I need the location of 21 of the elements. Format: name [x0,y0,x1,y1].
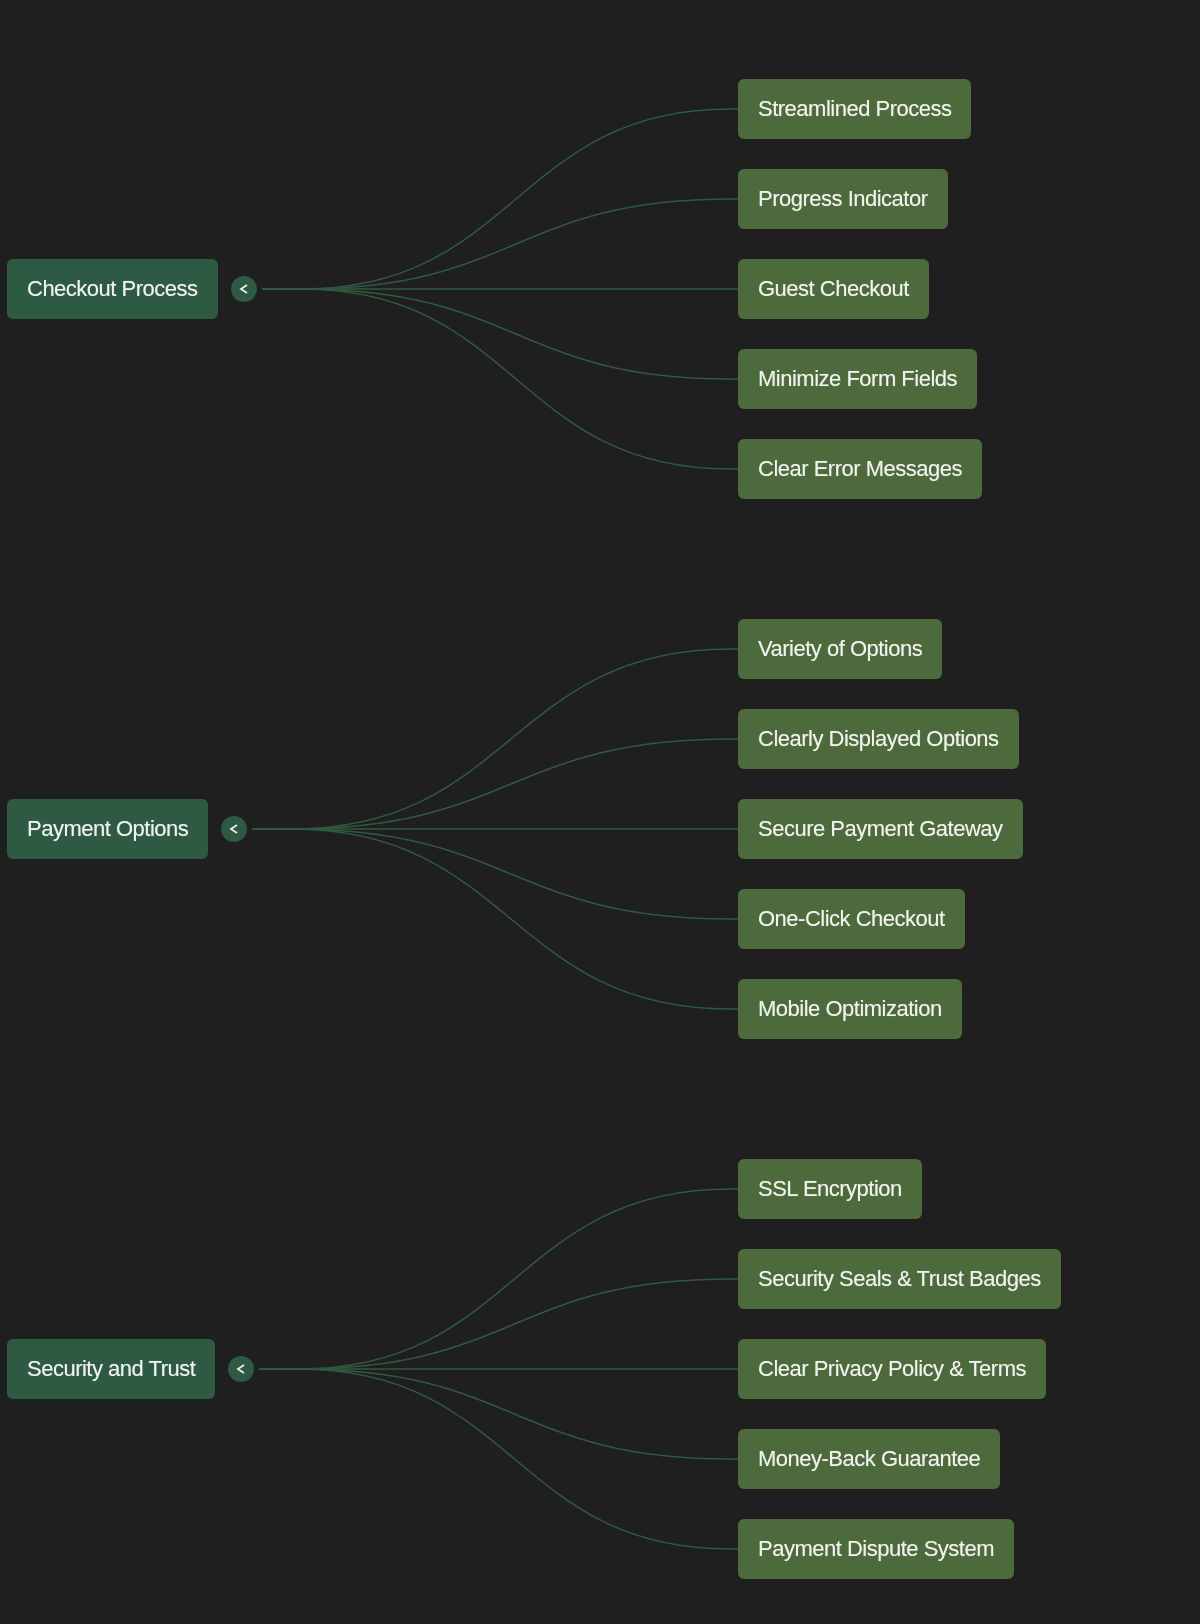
topic-box: Checkout Process [7,259,218,319]
subtopic-box: Variety of Options [738,619,943,679]
subtopic-box: Guest Checkout [738,259,929,319]
topic-box: Security and Trust [7,1339,216,1399]
connector-line [251,828,739,1010]
subtopic-box: Clearly Displayed Options [738,709,1019,769]
subtopic-box: Security Seals & Trust Badges [738,1249,1061,1309]
subtopic-box: Payment Dispute System [738,1519,1014,1579]
subtopic-box: Mobile Optimization [738,979,962,1039]
subtopic-box: Money-Back Guarantee [738,1429,1001,1489]
subtopic-box: Clear Privacy Policy & Terms [738,1339,1046,1399]
subtopic-box: Clear Error Messages [738,439,982,499]
subtopic-box: Secure Payment Gateway [738,799,1023,859]
subtopic-box: One-Click Checkout [738,889,965,949]
connector-line [261,288,739,470]
subtopic-box: Progress Indicator [738,169,948,229]
connector-line [258,1368,739,1550]
subtopic-box: Streamlined Process [738,79,972,139]
subtopic-box: Minimize Form Fields [738,349,978,409]
subtopic-box: SSL Encryption [738,1159,922,1219]
topic-box: Payment Options [7,799,209,859]
